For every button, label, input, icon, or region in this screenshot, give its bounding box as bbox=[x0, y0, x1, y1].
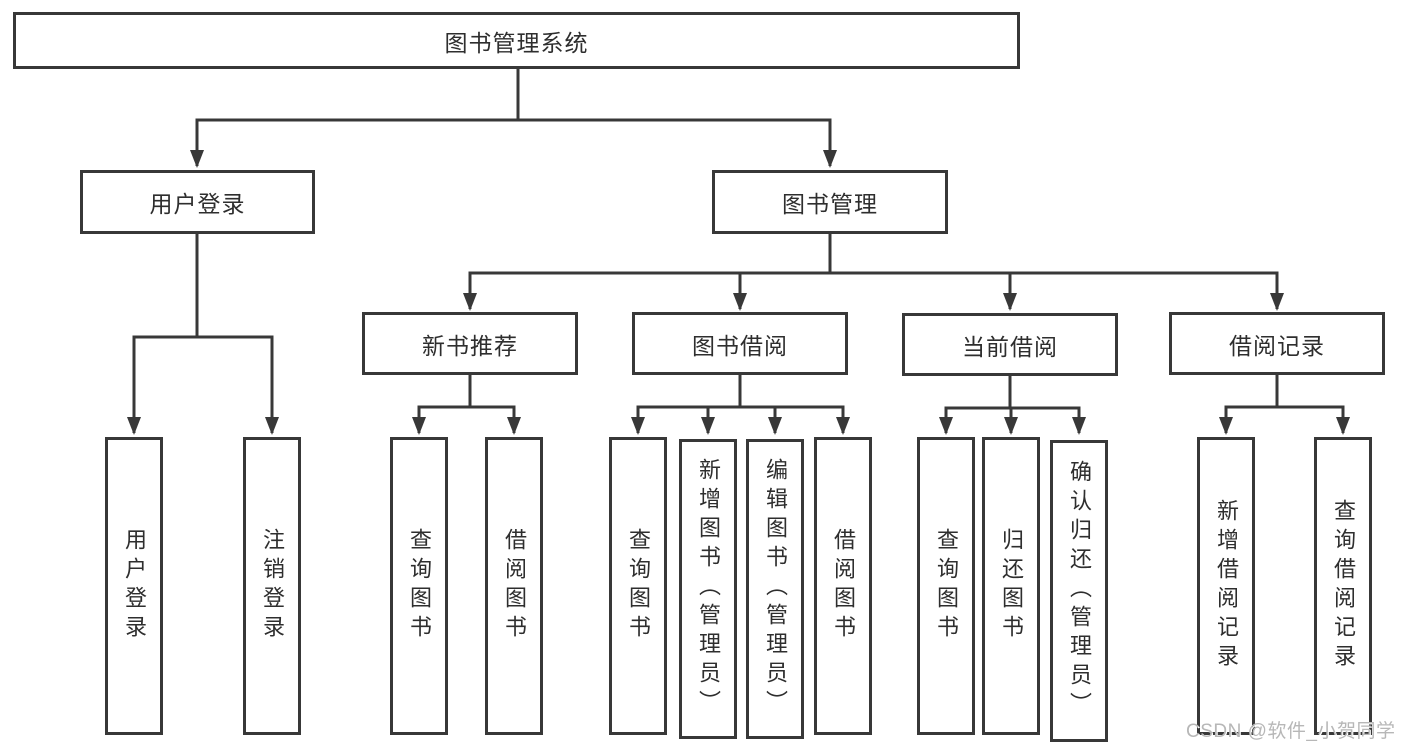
csdn-watermark: CSDN @软件_小贺同学 bbox=[1186, 721, 1396, 742]
node-book-borrowing: 图书借阅 bbox=[632, 312, 848, 375]
leaf-logout: 注销登录 bbox=[243, 437, 301, 735]
leaf-confirm-return-admin: 确认归还（管理员） bbox=[1050, 440, 1108, 742]
node-user-login: 用户登录 bbox=[80, 170, 315, 234]
leaf-query-books-recommend: 查询图书 bbox=[390, 437, 448, 735]
leaf-query-books-borrowing: 查询图书 bbox=[609, 437, 667, 735]
node-borrowing-records: 借阅记录 bbox=[1169, 312, 1385, 375]
leaf-return-book: 归还图书 bbox=[982, 437, 1040, 735]
leaf-query-books-current: 查询图书 bbox=[917, 437, 975, 735]
leaf-query-borrow-record: 查询借阅记录 bbox=[1314, 437, 1372, 735]
leaf-add-book-admin: 新增图书（管理员） bbox=[679, 439, 737, 739]
leaf-edit-book-admin: 编辑图书（管理员） bbox=[746, 439, 804, 739]
node-new-book-recommendation: 新书推荐 bbox=[362, 312, 578, 375]
leaf-user-login: 用户登录 bbox=[105, 437, 163, 735]
node-book-management: 图书管理 bbox=[712, 170, 948, 234]
node-library-management-system: 图书管理系统 bbox=[13, 12, 1020, 69]
leaf-add-borrow-record: 新增借阅记录 bbox=[1197, 437, 1255, 735]
leaf-borrow-books-recommend: 借阅图书 bbox=[485, 437, 543, 735]
node-current-borrowing: 当前借阅 bbox=[902, 313, 1118, 376]
leaf-borrow-books-borrowing: 借阅图书 bbox=[814, 437, 872, 735]
